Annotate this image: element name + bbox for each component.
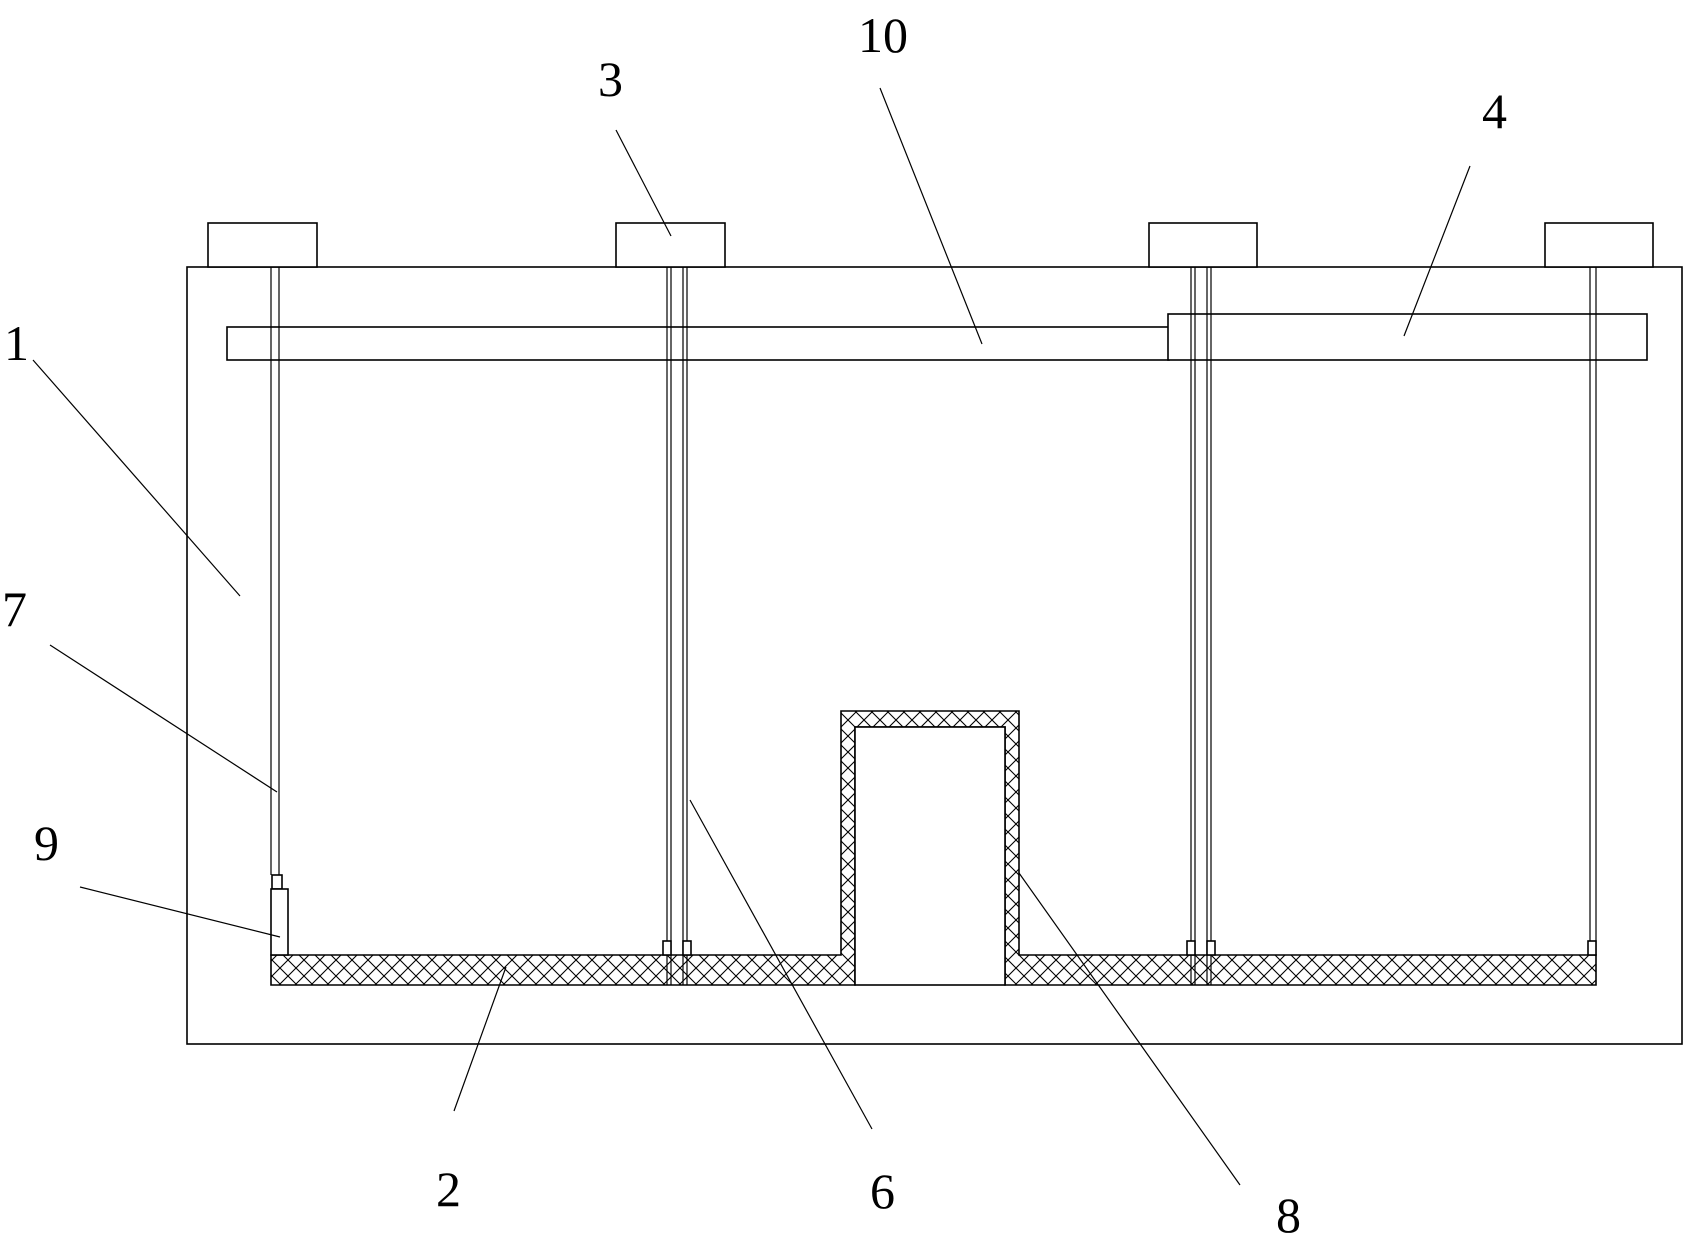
- callout-7: 7: [2, 581, 27, 637]
- leader-6: [689, 799, 873, 1130]
- bar-right: [1167, 313, 1648, 361]
- callout-3: 3: [598, 51, 623, 107]
- center-box-opening: [854, 726, 1006, 986]
- leader-lines: [32, 87, 1471, 1186]
- callout-8: 8: [1276, 1187, 1301, 1238]
- top-block-3: [1148, 222, 1258, 268]
- leader-1: [32, 359, 241, 597]
- rod-center-left: [662, 267, 692, 985]
- top-blocks: [207, 222, 1654, 268]
- leader-8: [1018, 872, 1241, 1186]
- rod-center-right: [1186, 267, 1216, 985]
- callout-10: 10: [858, 7, 908, 63]
- leader-2: [453, 966, 507, 1112]
- leader-7: [49, 644, 278, 793]
- callout-4: 4: [1482, 83, 1507, 139]
- callout-2: 2: [436, 1161, 461, 1217]
- top-block-4: [1544, 222, 1654, 268]
- top-block-1: [207, 222, 318, 268]
- leader-3: [615, 129, 672, 237]
- leader-10: [879, 87, 983, 345]
- bar-left: [226, 326, 1170, 361]
- leader-9: [79, 886, 281, 938]
- callout-6: 6: [870, 1163, 895, 1219]
- leader-4: [1403, 165, 1471, 337]
- rod-overdraw: [270, 314, 1597, 360]
- rod-right: [1587, 267, 1597, 956]
- callout-labels: 1 7 9 3 10 4 2 6 8: [2, 7, 1507, 1238]
- outer-housing: [186, 266, 1683, 1045]
- top-block-2: [615, 222, 726, 268]
- callout-9: 9: [34, 815, 59, 871]
- sensor-block: [270, 874, 289, 956]
- rod-left: [270, 267, 280, 875]
- callout-1: 1: [4, 315, 29, 371]
